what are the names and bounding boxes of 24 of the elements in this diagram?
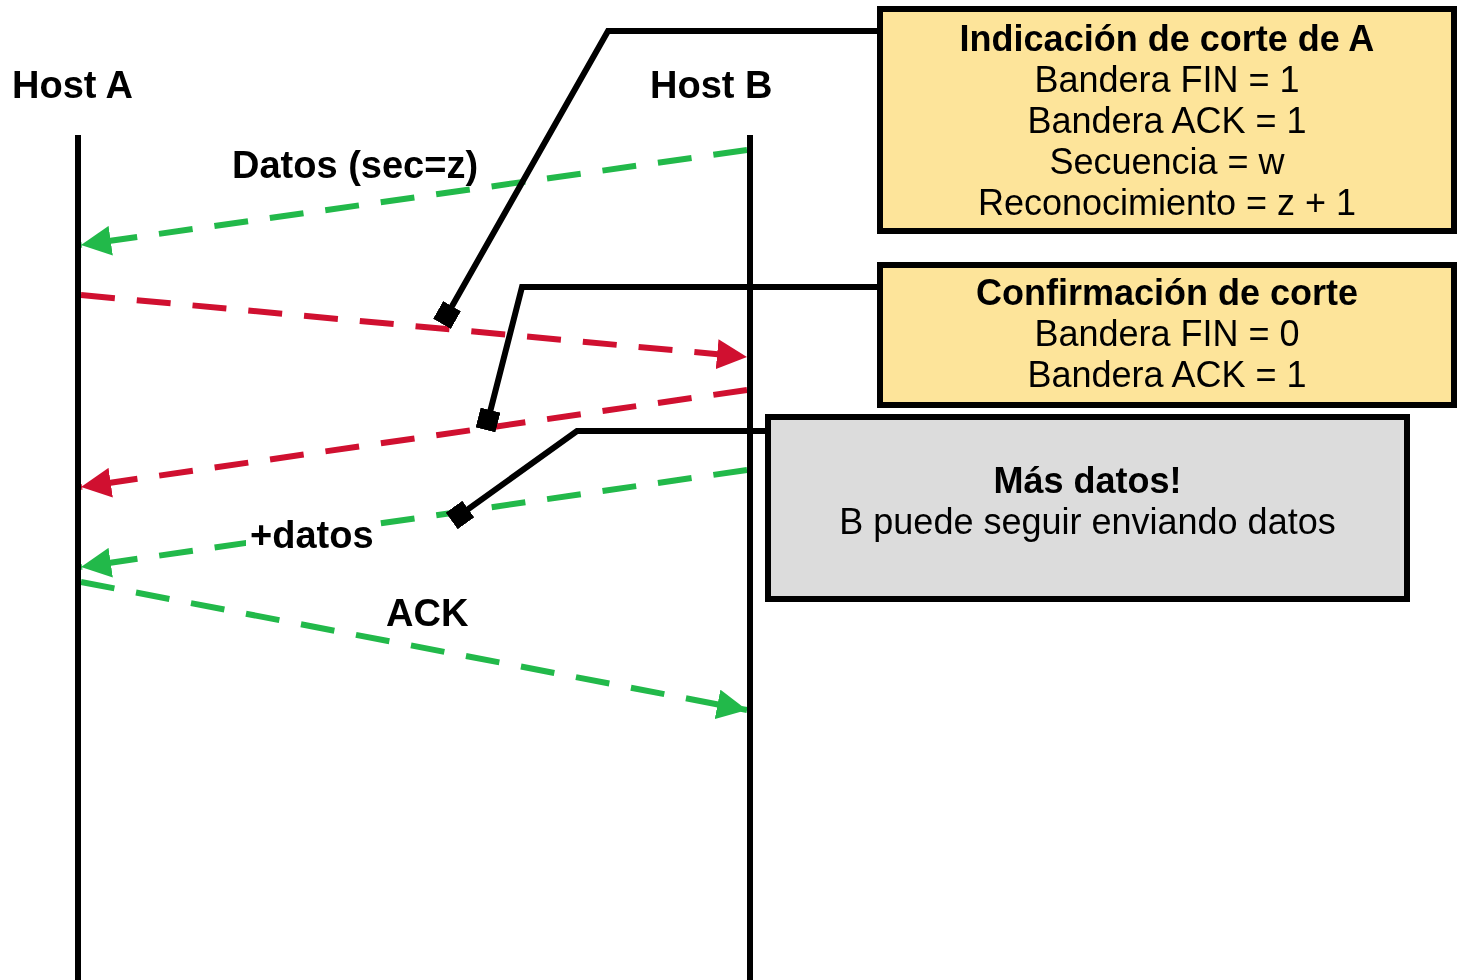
box-heading: Confirmación de corte [975,272,1359,313]
leader-line [445,428,765,530]
message-arrow [80,579,748,720]
lifeline [747,135,753,980]
callout-box [877,6,1457,234]
host-label: Host B [650,64,773,107]
message-arrow [80,147,748,256]
callout-box [877,262,1457,408]
box-text: Bandera FIN = 1 [1034,59,1300,100]
box-heading: Indicación de corte de A [959,18,1375,59]
message-arrow [80,387,748,498]
box-heading: Más datos! [993,460,1182,501]
box-text: Reconocimiento = z + 1 [977,182,1357,223]
box-text: Bandera FIN = 0 [1034,313,1300,354]
box-text: B puede seguir enviando datos [839,501,1336,542]
host-label: Host A [12,64,134,107]
box-text: Bandera ACK = 1 [1027,100,1307,141]
message-arrow [80,292,748,370]
note-box [765,414,1410,602]
box-text: Bandera ACK = 1 [1027,354,1307,395]
leader-line [433,28,877,329]
leader-line [475,284,877,433]
box-text: Secuencia = w [1049,141,1285,182]
lifeline [75,135,81,980]
